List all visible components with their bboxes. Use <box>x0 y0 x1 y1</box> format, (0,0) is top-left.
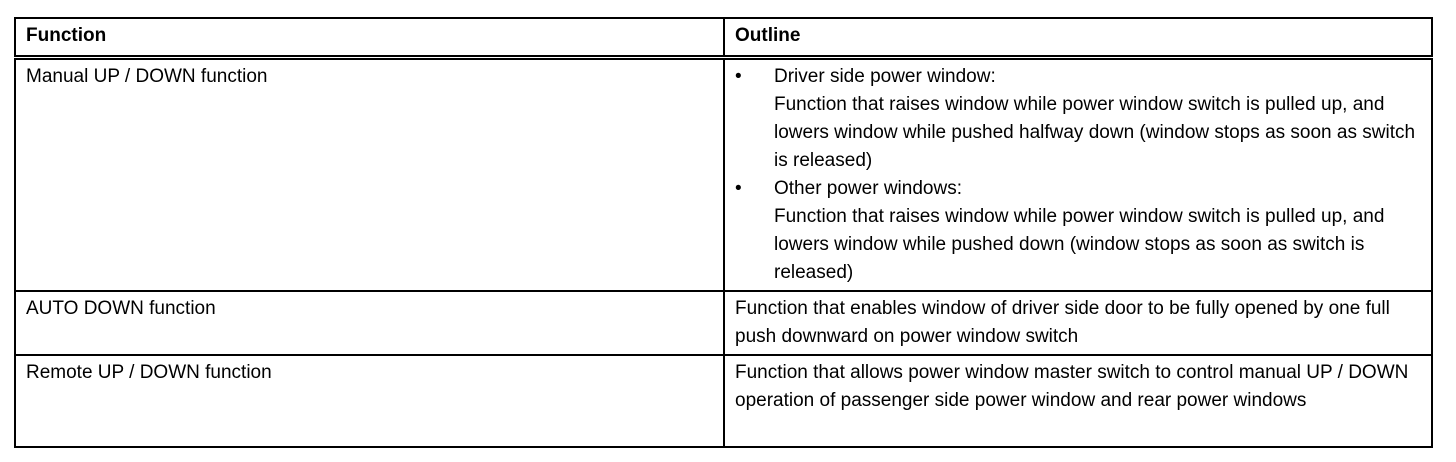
table-header-row: Function Outline <box>14 17 1433 60</box>
list-item: • Other power windows: Function that rai… <box>735 175 1431 287</box>
outline-item-text: Function that raises window while power … <box>774 206 1385 283</box>
outline-cell: Function that enables window of driver s… <box>723 290 1433 356</box>
function-cell: Remote UP / DOWN function <box>14 354 725 448</box>
outline-bullet-list: • Driver side power window: Function tha… <box>735 63 1431 287</box>
table-row: Manual UP / DOWN function • Driver side … <box>14 56 1433 292</box>
bullet-icon: • <box>735 66 742 87</box>
outline-item-title: Other power windows: <box>774 178 962 199</box>
outline-item-title: Driver side power window: <box>774 66 996 87</box>
function-column-header: Function <box>14 17 725 60</box>
function-cell: Manual UP / DOWN function <box>14 56 725 292</box>
function-outline-table: Function Outline Manual UP / DOWN functi… <box>14 17 1433 448</box>
table-row: AUTO DOWN function Function that enables… <box>14 290 1433 356</box>
outline-column-header: Outline <box>723 17 1433 60</box>
outline-item-text: Function that raises window while power … <box>774 94 1416 171</box>
bullet-icon: • <box>735 178 742 199</box>
outline-cell: Function that allows power window master… <box>723 354 1433 448</box>
outline-cell: • Driver side power window: Function tha… <box>723 56 1433 292</box>
function-cell: AUTO DOWN function <box>14 290 725 356</box>
list-item: • Driver side power window: Function tha… <box>735 63 1431 175</box>
table-row: Remote UP / DOWN function Function that … <box>14 354 1433 448</box>
